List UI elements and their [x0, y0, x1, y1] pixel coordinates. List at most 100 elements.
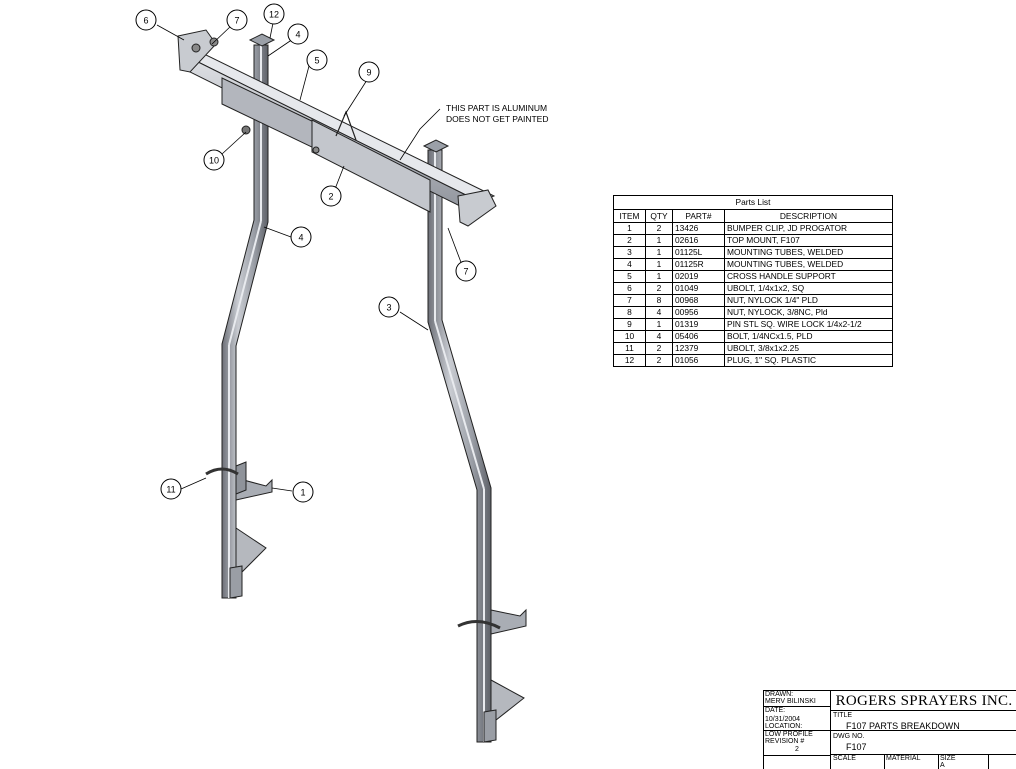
qty-cell: 2: [645, 354, 673, 366]
title-block: DRAWN: MERV BILINSKI DATE: 10/31/2004 LO…: [763, 690, 1016, 769]
left-mounting-tube: [205, 33, 276, 599]
dwg-label: DWG NO.: [833, 733, 865, 740]
svg-text:5: 5: [314, 56, 319, 66]
qty-cell: 1: [645, 234, 673, 247]
item-cell: 5: [614, 270, 646, 283]
part-number-cell: 05406: [672, 330, 725, 343]
parts-list-header-row: ITEM QTY PART# DESCRIPTION: [614, 210, 892, 223]
callout-11: 11: [160, 478, 182, 500]
part-number-cell: 02019: [672, 270, 725, 283]
callout-1: 1: [292, 481, 314, 503]
item-cell: 8: [614, 306, 646, 319]
item-cell: 10: [614, 330, 646, 343]
scale-label: SCALE: [833, 755, 856, 762]
revision-value: 2: [795, 746, 799, 753]
right-mounting-tube: [422, 139, 527, 743]
description-cell: UBOLT, 1/4x1x2, SQ: [724, 282, 892, 295]
svg-text:7: 7: [463, 267, 468, 277]
svg-text:4: 4: [298, 233, 303, 243]
date-label: DATE:: [765, 707, 786, 714]
callout-5: 5: [306, 49, 328, 71]
callout-4-top: 4: [287, 23, 309, 45]
location-value: LOW PROFILE: [765, 731, 813, 738]
leader-lines: [156, 22, 463, 492]
description-cell: CROSS HANDLE SUPPORT: [724, 270, 892, 283]
item-cell: 11: [614, 342, 646, 355]
part-number-cell: 02616: [672, 234, 725, 247]
title-block-info: DRAWN: MERV BILINSKI DATE: 10/31/2004 LO…: [764, 691, 831, 769]
title-label: TITLE: [833, 712, 853, 719]
drawn-label: DRAWN:: [765, 691, 794, 698]
svg-text:11: 11: [166, 485, 175, 495]
description-cell: NUT, NYLOCK, 3/8NC, Pld: [724, 306, 892, 319]
revision-label: REVISION #: [765, 738, 805, 745]
callout-9: 9: [358, 61, 380, 83]
description-cell: NUT, NYLOCK 1/4" PLD: [724, 294, 892, 307]
svg-text:10: 10: [209, 156, 219, 166]
part-number-cell: 01056: [672, 354, 725, 366]
svg-text:1: 1: [300, 488, 305, 498]
dwg-value: F107: [846, 742, 867, 752]
svg-text:6: 6: [143, 16, 148, 26]
callout-balloons: 6 7 12 4 5 9 10 2 4 7 3 11 1: [135, 3, 477, 503]
header-item: ITEM: [614, 210, 646, 223]
callout-6: 6: [135, 9, 157, 31]
material-label: MATERIAL: [886, 755, 921, 762]
qty-cell: 4: [645, 306, 673, 319]
callout-10: 10: [203, 149, 225, 171]
svg-text:3: 3: [386, 303, 391, 313]
svg-text:9: 9: [366, 68, 371, 78]
qty-cell: 1: [645, 258, 673, 271]
item-cell: 3: [614, 246, 646, 259]
aluminum-note: THIS PART IS ALUMINUM DOES NOT GET PAINT…: [446, 103, 549, 124]
size-value: A: [940, 762, 945, 769]
description-cell: UBOLT, 3/8x1x2.25: [724, 342, 892, 355]
description-cell: TOP MOUNT, F107: [724, 234, 892, 247]
callout-7-right: 7: [455, 260, 477, 282]
parts-list-title: Parts List: [614, 196, 892, 210]
callout-7-top: 7: [226, 9, 248, 31]
title-value: F107 PARTS BREAKDOWN: [846, 721, 960, 731]
qty-cell: 8: [645, 294, 673, 307]
size-label: SIZE: [940, 755, 956, 762]
item-cell: 2: [614, 234, 646, 247]
item-cell: 6: [614, 282, 646, 295]
part-number-cell: 01125R: [672, 258, 725, 271]
qty-cell: 1: [645, 270, 673, 283]
qty-cell: 2: [645, 342, 673, 355]
description-cell: MOUNTING TUBES, WELDED: [724, 246, 892, 259]
svg-text:THIS PART IS ALUMINUM: THIS PART IS ALUMINUM: [446, 103, 547, 113]
item-cell: 9: [614, 318, 646, 331]
item-cell: 12: [614, 354, 646, 366]
qty-cell: 2: [645, 282, 673, 295]
part-number-cell: 00968: [672, 294, 725, 307]
company-name: ROGERS SPRAYERS INC.: [831, 691, 1016, 711]
svg-text:4: 4: [295, 30, 300, 40]
qty-cell: 1: [645, 246, 673, 259]
drawn-value: MERV BILINSKI: [765, 698, 816, 705]
qty-cell: 1: [645, 318, 673, 331]
part-number-cell: 12379: [672, 342, 725, 355]
date-value: 10/31/2004: [765, 716, 801, 723]
svg-text:7: 7: [234, 16, 239, 26]
svg-text:2: 2: [328, 192, 333, 202]
description-cell: PIN STL SQ. WIRE LOCK 1/4x2-1/2: [724, 318, 892, 331]
description-cell: MOUNTING TUBES, WELDED: [724, 258, 892, 271]
callout-3: 3: [378, 296, 400, 318]
header-qty: QTY: [645, 210, 673, 223]
qty-cell: 4: [645, 330, 673, 343]
header-part: PART#: [672, 210, 725, 223]
item-cell: 4: [614, 258, 646, 271]
svg-text:DOES NOT GET PAINTED: DOES NOT GET PAINTED: [446, 114, 549, 124]
part-number-cell: 01049: [672, 282, 725, 295]
